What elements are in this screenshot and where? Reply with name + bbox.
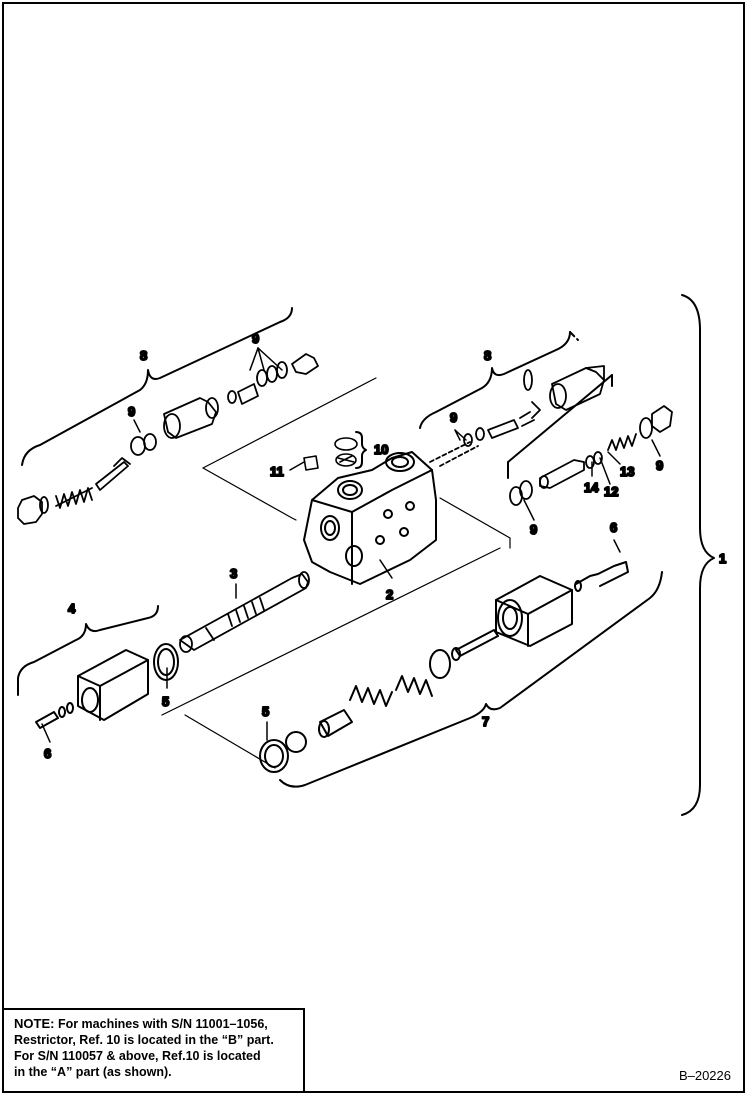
right-small-parts bbox=[509, 405, 673, 506]
note-line-3: For S/N 110057 & above, Ref.10 is locate… bbox=[14, 1049, 261, 1063]
guide-lines bbox=[161, 377, 511, 769]
callout-2: 2 bbox=[386, 587, 393, 602]
end-cap-left bbox=[35, 643, 179, 729]
spool bbox=[179, 571, 310, 653]
callout-9-right: 9 bbox=[656, 458, 663, 473]
end-cap-right bbox=[259, 561, 629, 773]
callout-6-left: 6 bbox=[44, 746, 51, 761]
note-line-1: For machines with S/N 11001–1056, bbox=[57, 1017, 268, 1031]
callout-4: 4 bbox=[68, 601, 76, 616]
callout-1: 1 bbox=[719, 551, 726, 566]
callout-10: 10 bbox=[374, 442, 388, 457]
brace-group-8-left bbox=[21, 307, 293, 466]
brace-group-4 bbox=[17, 605, 159, 696]
brace-group-8-right-dash bbox=[569, 331, 579, 341]
callout-13: 13 bbox=[620, 464, 634, 479]
callout-9-upper-left: 9 bbox=[252, 331, 259, 346]
note-box: NOTE: For machines with S/N 11001–1056, … bbox=[4, 1008, 305, 1093]
note-line-2: Restrictor, Ref. 10 is located in the “B… bbox=[14, 1033, 274, 1047]
callout-7: 7 bbox=[482, 714, 489, 729]
valve-body bbox=[303, 451, 437, 585]
cartridge-upper-right bbox=[429, 365, 605, 467]
cartridge-upper-left bbox=[17, 353, 319, 525]
note-line-4: in the “A” part (as shown). bbox=[14, 1065, 172, 1079]
callout-12: 12 bbox=[604, 484, 618, 499]
callout-9-left: 9 bbox=[128, 404, 135, 419]
brace-assembly-1 bbox=[681, 294, 715, 816]
brace-group-8-right bbox=[419, 331, 571, 429]
brace-ref-10 bbox=[355, 431, 367, 469]
restrictor-parts bbox=[303, 437, 358, 471]
callout-3: 3 bbox=[230, 566, 237, 581]
leader-lines bbox=[41, 347, 661, 743]
callout-8-right: 8 bbox=[484, 348, 491, 363]
callout-8-left: 8 bbox=[140, 348, 147, 363]
callout-6-right: 6 bbox=[610, 520, 617, 535]
callout-5-right: 5 bbox=[262, 704, 269, 719]
callout-11: 11 bbox=[270, 464, 284, 479]
callout-9-lower: 9 bbox=[530, 522, 537, 537]
callout-5-left: 5 bbox=[162, 694, 169, 709]
brace-group-7 bbox=[279, 571, 663, 788]
drawing-number: B–20226 bbox=[678, 1068, 731, 1083]
callout-9-mid: 9 bbox=[450, 410, 457, 425]
callout-14: 14 bbox=[584, 480, 599, 495]
note-label: NOTE: bbox=[14, 1016, 55, 1031]
